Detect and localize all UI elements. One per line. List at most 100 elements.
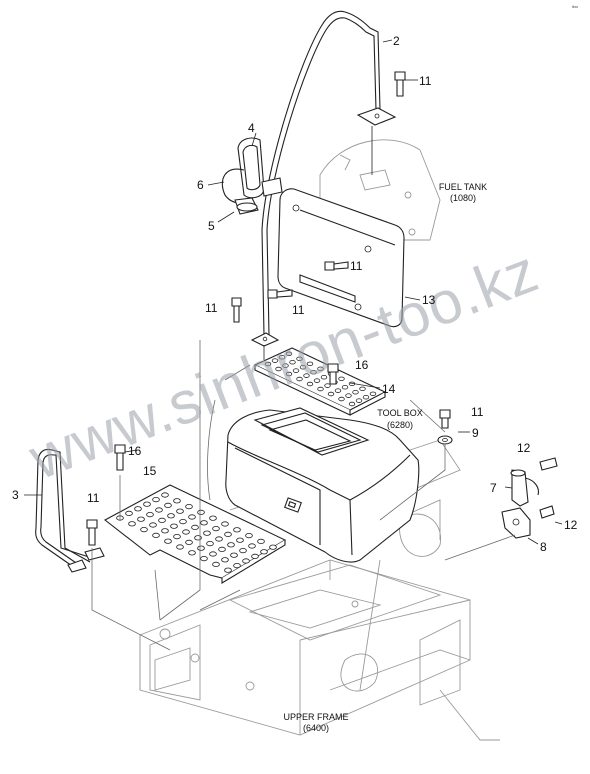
tool-box-code: (6280) bbox=[387, 420, 413, 430]
tool-box-label: TOOL BOX bbox=[377, 408, 423, 418]
perforation-hole bbox=[155, 507, 163, 513]
perforation-hole bbox=[338, 376, 345, 382]
callout-12: 12 bbox=[517, 441, 531, 455]
bolt-set bbox=[86, 71, 453, 546]
corner-mark: ᵗᴵᵒᵒ bbox=[572, 5, 578, 11]
perforation-hole bbox=[197, 545, 205, 551]
perforation-hole bbox=[170, 523, 178, 529]
leader-lines bbox=[24, 39, 563, 651]
callout-6: 6 bbox=[197, 178, 204, 192]
perforation-hole bbox=[369, 391, 377, 397]
perforation-hole bbox=[327, 391, 335, 397]
perforation-hole bbox=[306, 381, 314, 387]
step-plate-lower bbox=[103, 484, 287, 584]
perforation-hole bbox=[285, 371, 293, 377]
perforation-hole bbox=[348, 401, 356, 407]
callout-11: 11 bbox=[471, 405, 484, 419]
perforation-hole bbox=[359, 386, 366, 392]
perforation-hole bbox=[128, 521, 136, 527]
callout-7: 7 bbox=[490, 481, 497, 495]
perforation-hole bbox=[224, 531, 232, 538]
perforation-hole bbox=[278, 354, 286, 360]
perforation-hole bbox=[134, 506, 142, 512]
perforation-hole bbox=[152, 496, 160, 503]
side-hand-rail bbox=[35, 448, 105, 573]
perforation-hole bbox=[182, 529, 190, 535]
perforation-hole bbox=[289, 359, 296, 365]
perforation-hole bbox=[362, 394, 370, 400]
step-plate-lower-holes bbox=[116, 492, 277, 573]
step-plate-upper bbox=[253, 347, 387, 416]
perforation-hole bbox=[324, 383, 331, 388]
perforation-hole bbox=[345, 393, 352, 398]
perforation-hole bbox=[251, 553, 259, 560]
callout-13: 13 bbox=[422, 293, 436, 307]
perforation-hole bbox=[212, 561, 220, 568]
perforation-hole bbox=[306, 361, 314, 367]
perforation-hole bbox=[313, 378, 321, 383]
perforation-hole bbox=[320, 374, 328, 380]
perforation-hole bbox=[248, 543, 256, 549]
door-latch-hardware bbox=[501, 457, 558, 539]
perforation-hole bbox=[215, 536, 223, 542]
hand-rail bbox=[250, 10, 397, 360]
perforation-hole bbox=[296, 356, 303, 362]
callout-9: 9 bbox=[472, 426, 479, 440]
perforation-hole bbox=[310, 369, 317, 375]
perforation-hole bbox=[209, 515, 217, 521]
fuel-tank-code: (1080) bbox=[450, 193, 476, 203]
perforation-hole bbox=[224, 567, 232, 573]
callout-11: 11 bbox=[292, 303, 305, 317]
perforation-hole bbox=[264, 361, 272, 367]
perforation-hole bbox=[341, 384, 349, 390]
perforation-hole bbox=[161, 492, 169, 498]
perforation-hole bbox=[227, 542, 235, 548]
perforation-hole bbox=[158, 517, 166, 524]
upper-frame-code: (6400) bbox=[303, 723, 329, 733]
perforation-hole bbox=[125, 510, 133, 517]
perforation-hole bbox=[317, 366, 324, 372]
perforation-hole bbox=[233, 527, 241, 533]
perforation-hole bbox=[236, 537, 244, 543]
perforation-hole bbox=[137, 516, 145, 522]
callout-3: 3 bbox=[12, 488, 19, 502]
perforation-hole bbox=[191, 524, 199, 531]
cover-plate bbox=[277, 188, 405, 328]
perforation-hole bbox=[275, 366, 282, 372]
perforation-hole bbox=[296, 376, 303, 382]
callout-2: 2 bbox=[393, 34, 400, 48]
tool-box bbox=[225, 407, 420, 563]
perforation-hole bbox=[176, 544, 184, 550]
callout-11: 11 bbox=[419, 74, 432, 88]
perforation-hole bbox=[355, 398, 363, 403]
rear-view-mirror bbox=[221, 137, 283, 215]
perforation-hole bbox=[209, 551, 217, 557]
perforation-hole bbox=[299, 364, 307, 370]
callout-11: 11 bbox=[350, 259, 363, 273]
perforation-hole bbox=[292, 368, 300, 373]
part-callouts: 2 11 4 6 5 11 11 11 13 16 14 11 9 12 7 1… bbox=[12, 34, 578, 554]
perforation-hole bbox=[271, 358, 279, 363]
perforation-hole bbox=[185, 503, 193, 510]
perforation-hole bbox=[285, 351, 293, 357]
callout-11: 11 bbox=[205, 301, 218, 315]
perforation-hole bbox=[140, 526, 148, 533]
perforation-hole bbox=[221, 557, 229, 563]
perforation-hole bbox=[218, 546, 226, 553]
perforation-hole bbox=[245, 532, 253, 539]
callout-5: 5 bbox=[208, 219, 215, 233]
callout-12: 12 bbox=[564, 518, 578, 532]
callout-16: 16 bbox=[355, 358, 369, 372]
perforation-hole bbox=[260, 549, 268, 555]
perforation-hole bbox=[230, 552, 238, 558]
perforation-hole bbox=[188, 514, 196, 520]
perforation-hole bbox=[206, 540, 214, 547]
callout-8: 8 bbox=[540, 540, 547, 554]
perforation-hole bbox=[257, 538, 265, 545]
perforation-hole bbox=[200, 520, 208, 526]
perforation-hole bbox=[167, 513, 175, 519]
perforation-hole bbox=[239, 547, 247, 554]
perforation-hole bbox=[221, 521, 229, 527]
perforation-hole bbox=[212, 525, 220, 532]
